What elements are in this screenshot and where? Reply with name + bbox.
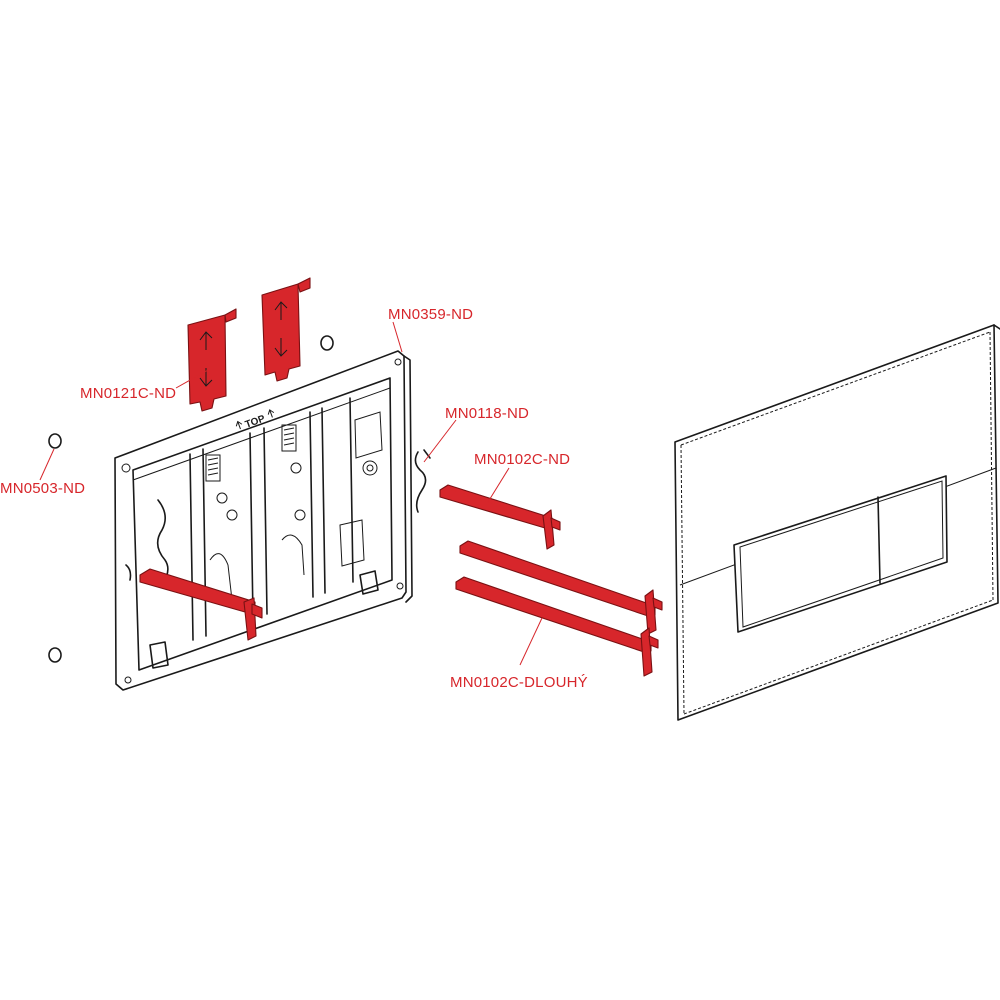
- label-mn0503: MN0503-ND: [0, 480, 86, 497]
- label-mn0121c: MN0121C-ND: [80, 385, 177, 402]
- cap-1: [320, 335, 334, 351]
- long-rail-lower: [455, 576, 659, 677]
- long-rail-upper: [459, 540, 663, 635]
- cap-2: [48, 433, 62, 449]
- label-mn0359: MN0359-ND: [388, 306, 474, 323]
- short-rail: [439, 484, 561, 550]
- flush-plate: [674, 324, 1000, 721]
- label-mn0102c-long: MN0102C-DLOUHÝ: [450, 674, 588, 691]
- leader-lines: [39, 321, 543, 666]
- cap-3: [48, 647, 62, 663]
- clip-right: [261, 277, 311, 382]
- label-mn0118: MN0118-ND: [445, 405, 530, 422]
- frame-installed-rail: [139, 568, 263, 641]
- wire-spring: [414, 449, 431, 513]
- label-mn0102c: MN0102C-ND: [474, 451, 571, 468]
- clip-left: [187, 308, 237, 412]
